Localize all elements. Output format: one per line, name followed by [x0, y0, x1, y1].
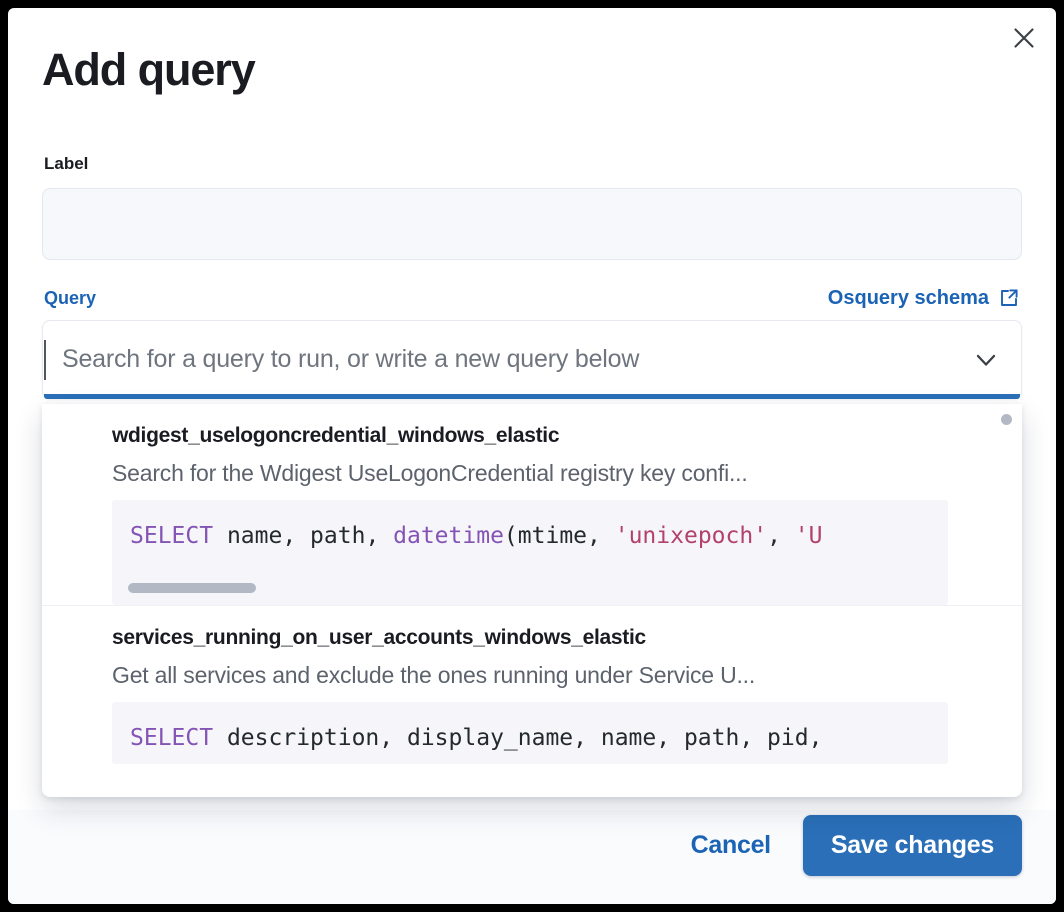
chevron-down-icon[interactable] — [969, 343, 1003, 377]
dialog-header: Add query — [8, 8, 1056, 130]
cancel-button[interactable]: Cancel — [685, 821, 777, 870]
close-icon — [1011, 25, 1037, 51]
query-field-header: Query Osquery schema — [42, 286, 1022, 310]
query-combobox-wrapper: Search for a query to run, or write a ne… — [42, 320, 1022, 797]
query-search-input-placeholder: Search for a query to run, or write a ne… — [62, 345, 640, 373]
list-item-title: wdigest_uselogoncredential_windows_elast… — [112, 424, 560, 447]
code-horizontal-scrollbar-thumb[interactable] — [128, 583, 256, 593]
dropdown-scrollbar-thumb[interactable] — [1001, 414, 1012, 425]
code-line: SELECT name, path, datetime(mtime, 'unix… — [130, 523, 823, 549]
list-item-description: Get all services and exclude the ones ru… — [112, 662, 756, 688]
query-combobox[interactable]: Search for a query to run, or write a ne… — [42, 320, 1022, 399]
osquery-schema-link-label: Osquery schema — [827, 286, 989, 309]
external-link-icon — [998, 287, 1020, 309]
list-item-title: services_running_on_user_accounts_window… — [112, 626, 646, 649]
label-field-label: Label — [44, 154, 89, 173]
dialog-footer: Cancel Save changes — [8, 810, 1056, 904]
query-dropdown-list[interactable]: wdigest_uselogoncredential_windows_elast… — [42, 404, 1022, 797]
add-query-dialog: Add query Label Query Osquery schema — [8, 8, 1056, 904]
close-button[interactable] — [1004, 18, 1044, 58]
page-title: Add query — [42, 44, 256, 95]
code-line: SELECT description, display_name, name, … — [130, 725, 823, 751]
list-item-code-block: SELECT description, display_name, name, … — [112, 702, 948, 764]
label-input[interactable] — [42, 188, 1022, 260]
dialog-body: Label Query Osquery schema — [8, 130, 1056, 810]
list-item-code-block: SELECT name, path, datetime(mtime, 'unix… — [112, 500, 948, 605]
list-item[interactable]: services_running_on_user_accounts_window… — [42, 605, 1022, 764]
text-cursor — [44, 339, 46, 380]
query-field-label: Query — [44, 288, 97, 308]
save-changes-button[interactable]: Save changes — [802, 814, 1022, 876]
osquery-schema-link[interactable]: Osquery schema — [828, 287, 1020, 310]
list-item-description: Search for the Wdigest UseLogonCredentia… — [112, 460, 748, 486]
list-item[interactable]: wdigest_uselogoncredential_windows_elast… — [42, 404, 1022, 605]
